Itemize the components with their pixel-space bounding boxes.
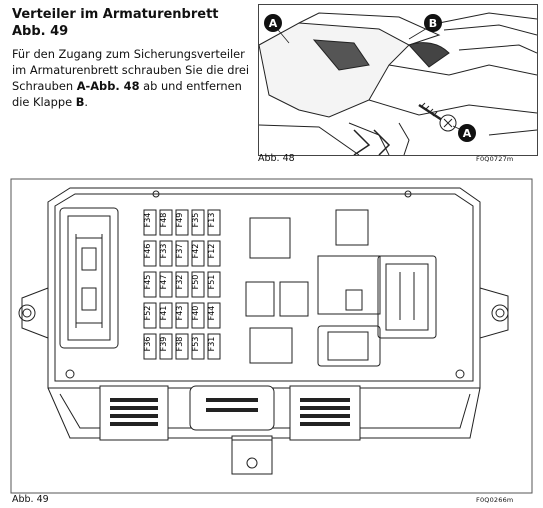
fuse-slot <box>191 240 205 267</box>
figure-48-code: F0Q0727m <box>476 155 514 163</box>
fuse-slot <box>207 240 221 267</box>
fuse-label: F45 <box>143 275 152 290</box>
paragraph-bold-ref-1: A-Abb. 48 <box>76 79 140 93</box>
paragraph-text-3: . <box>84 95 89 109</box>
fuse-label: F47 <box>159 275 168 290</box>
fuse-slot <box>191 209 205 236</box>
dashboard-drawing <box>259 12 537 155</box>
fuse-slot <box>159 209 173 236</box>
heading-title: Verteiler im Armaturenbrett <box>12 7 219 22</box>
fuse-label: F36 <box>143 337 152 352</box>
fuse-slot <box>207 271 221 298</box>
fuse-slot <box>159 302 173 329</box>
screw-illustration <box>418 102 457 132</box>
fuse-label: F32 <box>175 275 184 290</box>
fuse-label: F37 <box>175 244 184 259</box>
figure-49-caption: Abb. 49 <box>12 494 49 505</box>
fuse-slot <box>143 302 157 329</box>
fuse-slot <box>207 209 221 236</box>
fuse-label: F49 <box>175 213 184 228</box>
connector-pins <box>110 398 350 426</box>
fuse-label: F40 <box>191 306 200 321</box>
fuse-label: F38 <box>175 337 184 352</box>
fuse-slot <box>159 240 173 267</box>
fuse-slot <box>191 302 205 329</box>
fuse-slot <box>207 333 221 360</box>
fuse-label: F41 <box>159 306 168 321</box>
instruction-paragraph: Für den Zugang zum Sicherungsverteiler i… <box>12 46 252 110</box>
fuse-slot <box>175 302 189 329</box>
fuse-label: F33 <box>159 244 168 259</box>
fuse-label: F51 <box>207 275 216 290</box>
heading-figure-ref: Abb. 49 <box>12 24 69 39</box>
fuse-slot <box>143 240 157 267</box>
section-heading: Verteiler im Armaturenbrett Abb. 49 <box>12 6 219 40</box>
svg-text:A: A <box>463 127 472 140</box>
svg-text:B: B <box>429 17 437 30</box>
fuse-slot <box>191 333 205 360</box>
fuse-label: F43 <box>175 306 184 321</box>
fuse-label: F50 <box>191 275 200 290</box>
fuse-label: F34 <box>143 213 152 228</box>
fuse-slot <box>207 302 221 329</box>
fuse-slot <box>175 240 189 267</box>
paragraph-text-2: ab und entfernen die Klappe <box>12 79 242 109</box>
fuse-label: F46 <box>143 244 152 259</box>
fuse-label: F42 <box>191 244 200 259</box>
fuse-label: F13 <box>207 213 216 228</box>
callout-a-screw: A <box>458 124 476 142</box>
fuse-slot <box>159 333 173 360</box>
fuse-label: F31 <box>207 337 216 352</box>
figure-49-code: F0Q0266m <box>476 496 514 504</box>
fuse-slot <box>175 333 189 360</box>
paragraph-bold-ref-2: B <box>75 95 85 109</box>
figure-48-caption: Abb. 48 <box>258 153 295 164</box>
svg-text:A: A <box>269 17 278 30</box>
fuse-label: F52 <box>143 306 152 321</box>
screw-bosses <box>65 190 465 379</box>
fuse-slot <box>159 271 173 298</box>
fuse-label: F44 <box>207 306 216 321</box>
fuse-label: F48 <box>159 213 168 228</box>
fuse-label: F39 <box>159 337 168 352</box>
fuse-slot <box>175 271 189 298</box>
fuse-slot <box>191 271 205 298</box>
fuse-slot <box>143 271 157 298</box>
paragraph-text-1: Für den Zugang zum Sicherungsverteiler i… <box>12 47 250 93</box>
fuse-label: F53 <box>191 337 200 352</box>
fuse-slot <box>143 333 157 360</box>
fuse-slot <box>143 209 157 236</box>
fuse-label: F35 <box>191 213 200 228</box>
fuse-slot <box>175 209 189 236</box>
callout-b: B <box>424 14 442 32</box>
fuse-label: F12 <box>207 244 216 259</box>
figure-48-illustration: A B A <box>258 4 538 156</box>
callout-a-top: A <box>264 14 282 32</box>
